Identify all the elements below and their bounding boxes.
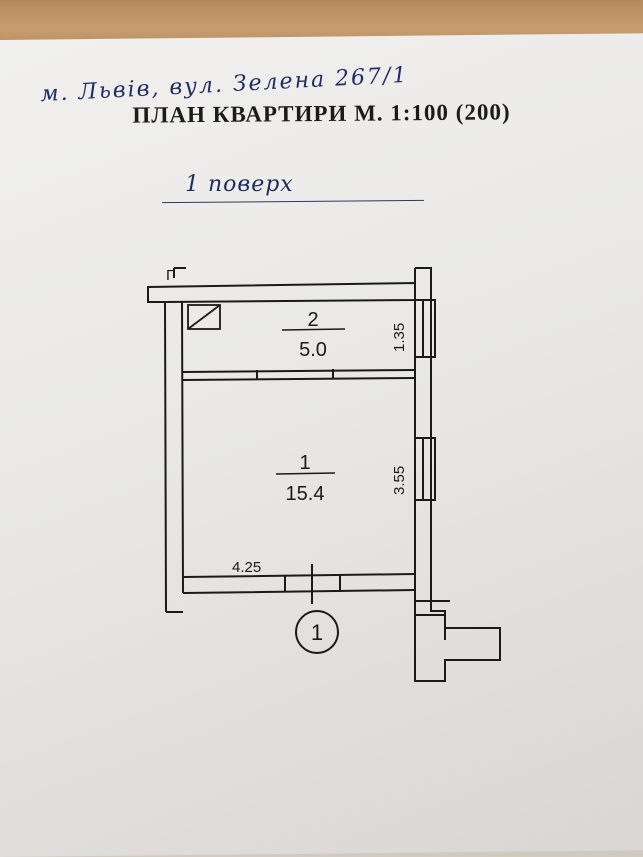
- room2-area: 5.0: [299, 339, 327, 361]
- floor-label: 1 поверх: [185, 172, 294, 197]
- room2-fraction-bar: [281, 328, 346, 331]
- dimension-room1-depth: 3.55: [391, 466, 408, 495]
- left-wall: [164, 301, 184, 613]
- dimension-room2-depth: 1.35: [391, 323, 408, 352]
- right-window-lower: [415, 437, 436, 501]
- room1-number: 1: [299, 452, 310, 474]
- partition-wall: [182, 369, 416, 381]
- right-window-upper: [415, 299, 436, 358]
- room1-fraction-bar: [275, 472, 336, 475]
- room2-number: 2: [307, 309, 318, 331]
- bottom-wall: [182, 573, 416, 594]
- corner-tick: [173, 267, 186, 278]
- dimension-width: 4.25: [232, 559, 261, 576]
- right-wall: [414, 267, 501, 682]
- ventilation-shaft: [187, 304, 221, 330]
- apartment-marker-number: 1: [311, 620, 323, 645]
- corner-mark: Г: [166, 267, 174, 284]
- entrance-lines: [415, 600, 450, 616]
- room1-area: 15.4: [286, 483, 325, 505]
- apartment-marker-circle: [295, 610, 339, 654]
- top-wall: [147, 281, 416, 303]
